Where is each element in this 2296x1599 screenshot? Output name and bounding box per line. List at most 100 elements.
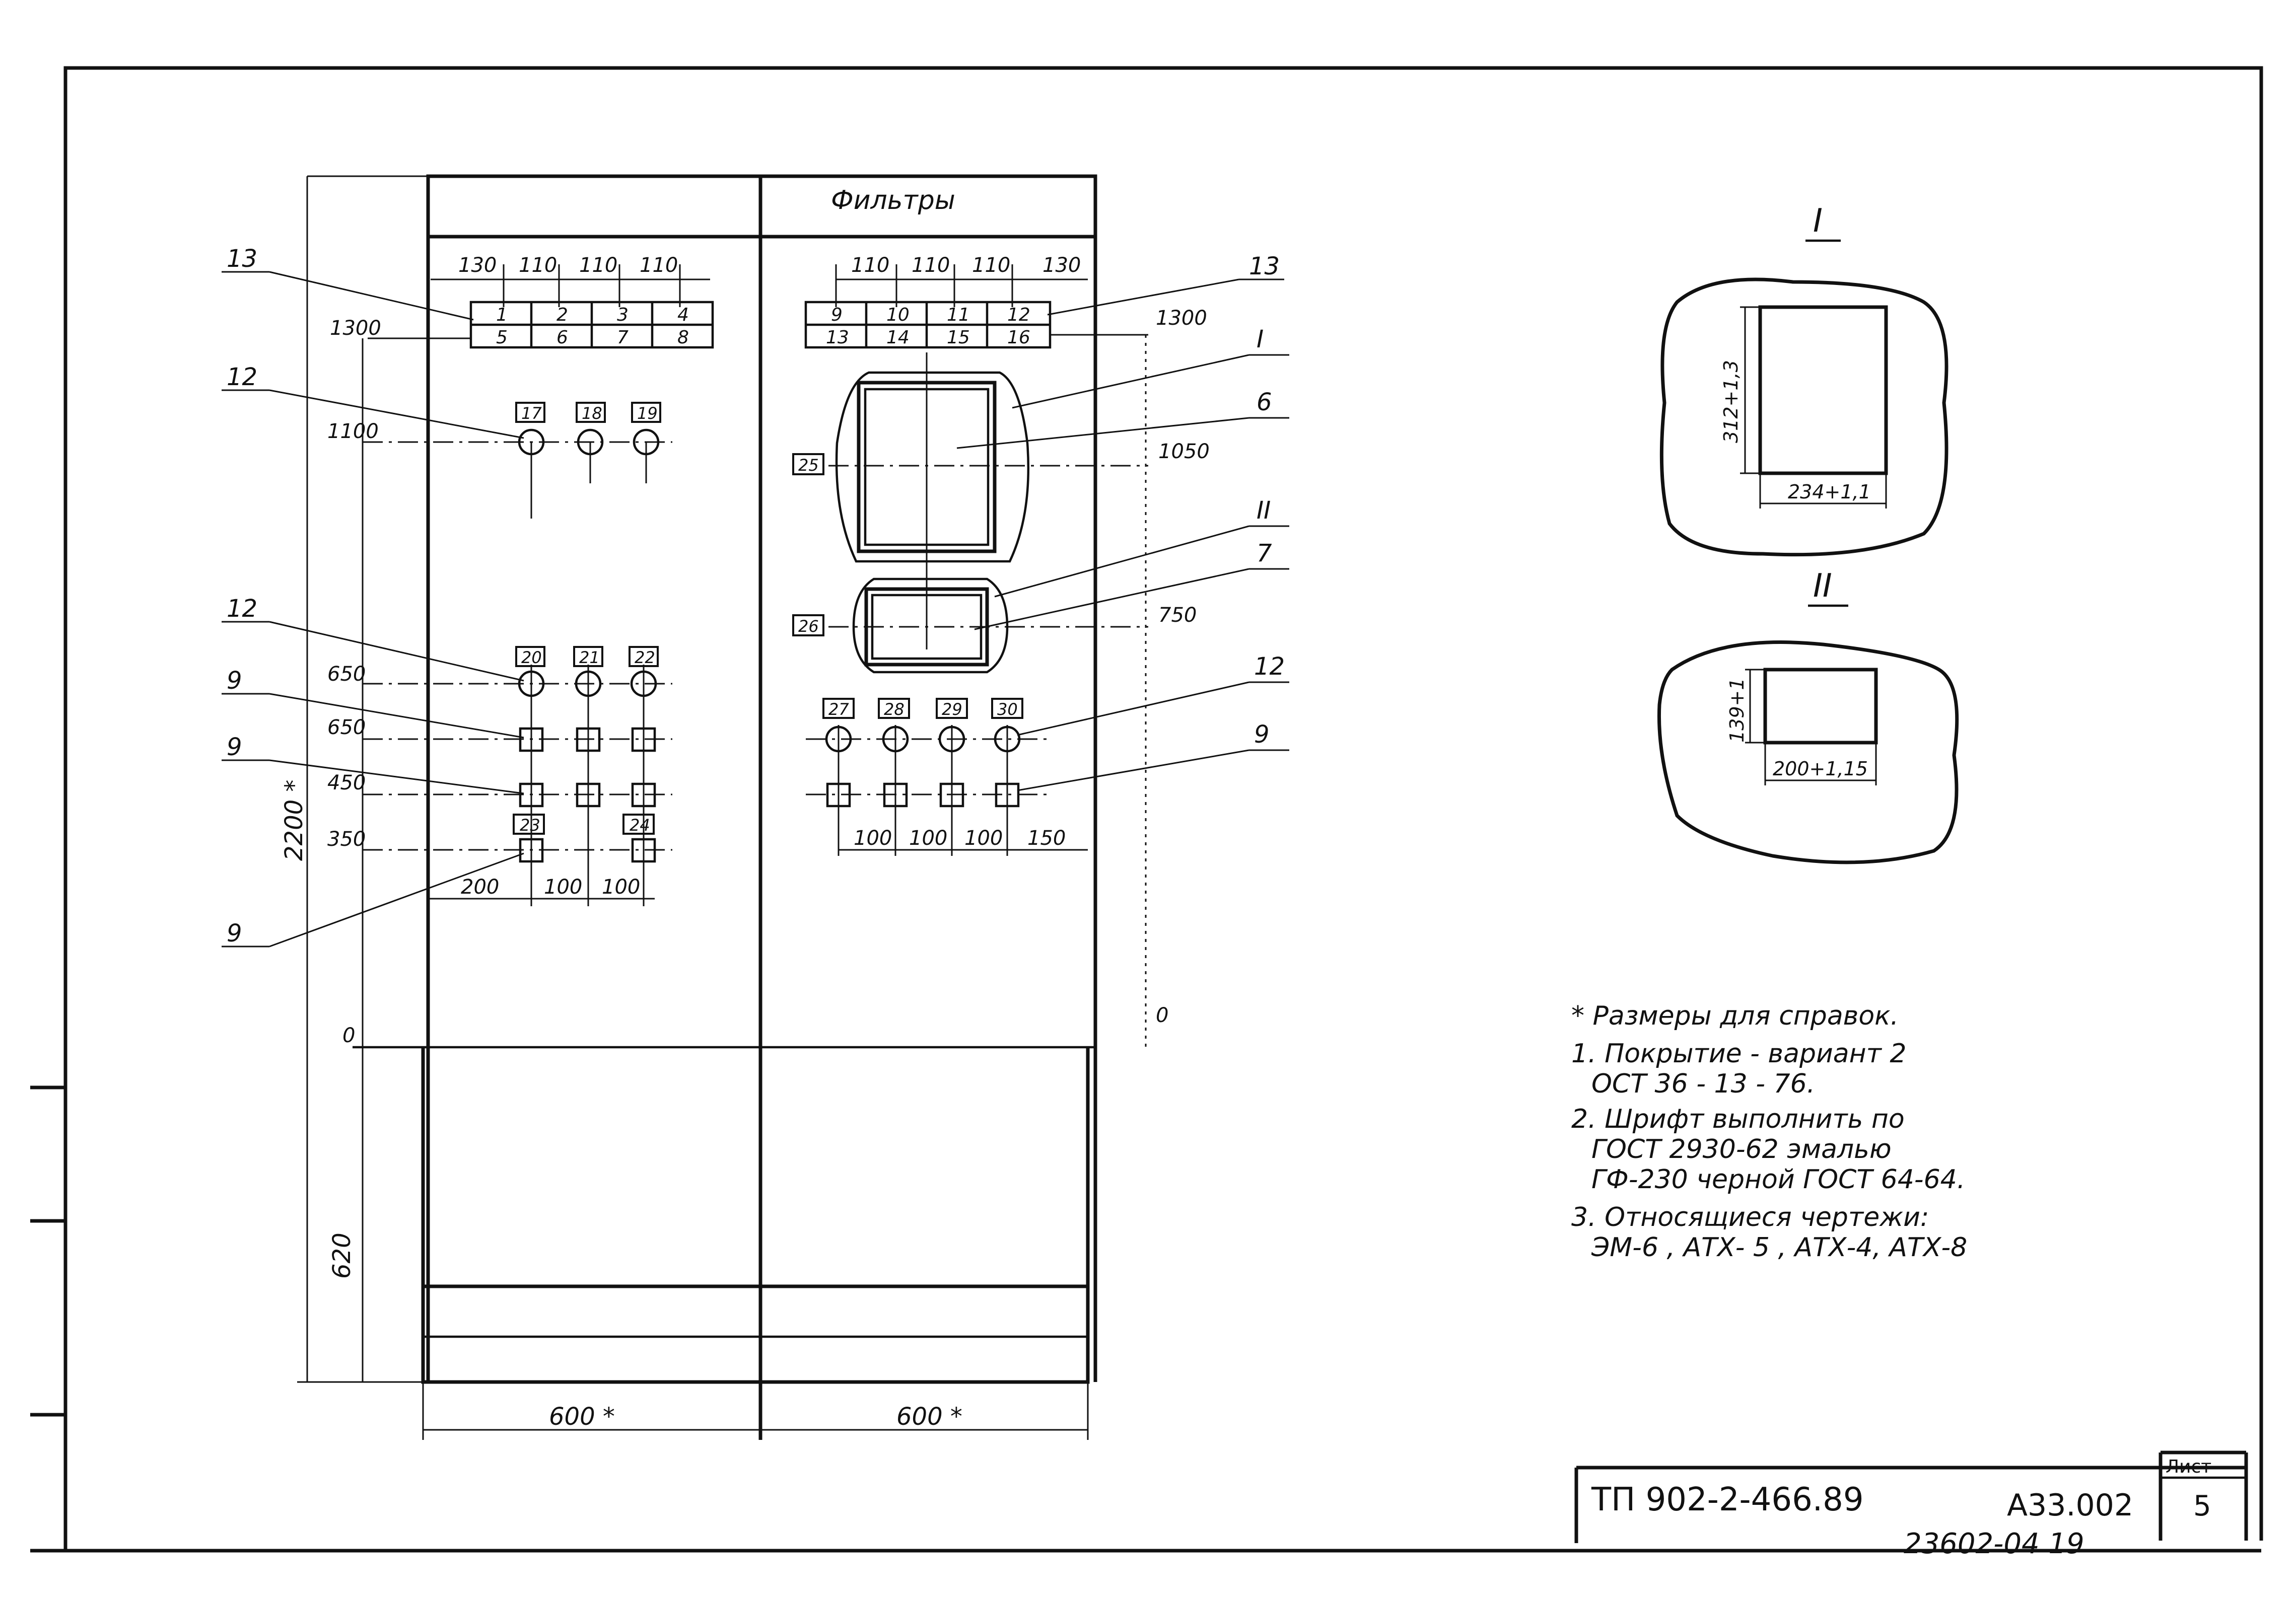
tag-18-label: 18 [582,404,602,423]
dim-left-bottom-2: 100 [544,876,582,899]
tag-21-label: 21 [579,648,600,667]
overall-dimensions-left: 2200 * 0 620 600 * 600 * [280,175,1089,1440]
tag-28-label: 28 [884,700,905,719]
cutout-139x200 [1763,668,1878,745]
tag-22 [629,646,659,667]
height-total: 2200 * [280,780,308,861]
sheet-number: 5 [2193,1490,2211,1522]
tag-18 [576,402,606,423]
doc-code: А33.002 [2007,1488,2133,1523]
callout-right-13: 13 [1249,252,1280,280]
note-2-line-2: ГОСТ 2930-62 эмалью [1591,1134,1892,1165]
cell-3: 3 [617,305,629,325]
tag-17-label: 17 [521,404,542,423]
notes: * Размеры для справок. 1. Покрытие - вар… [1571,1001,1967,1263]
tag-23 [513,814,545,835]
note-2-line-1: 2. Шрифт выполнить по [1571,1104,1905,1134]
callout-left-13: 13 [227,245,257,273]
level-1300-left: 1300 [330,317,381,340]
dim-left-bottom-3: 100 [602,876,640,899]
dim-right-top-2: 110 [912,254,950,277]
dim-right-bottom-4: 150 [1027,827,1066,850]
height-base: 620 [328,1232,356,1279]
callout-right-6: 6 [1257,388,1272,416]
tag-29-label: 29 [942,700,962,719]
tag-30-label: 30 [997,700,1018,719]
callout-left-12a: 12 [227,363,257,391]
dim-left-top-3: 110 [579,254,617,277]
note-2-line-3: ГФ-230 черной ГОСТ 64-64. [1591,1165,1965,1195]
tag-30 [991,698,1023,719]
level-0-left: 0 [342,1024,355,1047]
dim-right-top-4: 130 [1042,254,1081,277]
cell-5: 5 [496,327,508,348]
detail-view-I-label: I [1813,202,1823,240]
tag-25 [792,453,824,475]
tag-23-label: 23 [520,816,540,835]
callout-right-I: I [1257,325,1264,353]
callouts-right: 13 I 6 II 7 12 9 [956,252,1289,791]
callout-left-9b: 9 [227,733,242,761]
dim-left-top-4: 110 [640,254,678,277]
cell-4: 4 [677,305,689,325]
tag-27 [822,698,855,719]
callout-left-12b: 12 [227,595,257,623]
level-450: 450 [327,771,366,794]
level-1050: 1050 [1158,440,1210,463]
tag-26-label: 26 [798,617,819,636]
level-0-right: 0 [1156,1004,1168,1027]
callouts-left: 13 12 12 9 9 9 [222,245,524,948]
instrument-25-bezel [835,371,1030,563]
note-1-line-2: ОСТ 36 - 13 - 76. [1591,1069,1815,1099]
tag-19 [631,402,661,423]
level-1100: 1100 [327,420,379,443]
callout-right-12: 12 [1254,652,1285,681]
tag-27-label: 27 [828,700,849,719]
callout-left-9a: 9 [227,667,242,695]
note-3-line-1: 3. Относящиеся чертежи: [1571,1202,1929,1232]
dim-right-bottom-3: 100 [964,827,1003,850]
note-reference: * Размеры для справок. [1571,1001,1899,1031]
callout-right-9: 9 [1254,720,1270,749]
tag-26 [792,614,824,636]
cell-14: 14 [886,327,910,348]
level-650b: 650 [327,716,366,739]
cell-11: 11 [947,305,970,325]
cell-2: 2 [556,305,568,325]
cell-10: 10 [886,305,910,325]
cell-7: 7 [617,327,629,348]
level-650a: 650 [327,663,366,686]
detail-view-II-label: II [1813,567,1832,605]
right-panel: 110 110 110 130 9 10 11 12 13 14 15 16 1… [792,254,1210,1047]
dim-left-bottom-1: 200 [461,876,499,899]
tag-20 [515,646,545,667]
callout-left-9c: 9 [227,919,242,948]
cabinet-outline [353,174,1097,1440]
cell-8: 8 [677,327,689,348]
dim-right-top-3: 110 [972,254,1010,277]
detail-view-I-width: 234+1,1 [1788,481,1871,503]
cell-13: 13 [826,327,849,348]
width-right: 600 * [896,1403,962,1431]
cell-9: 9 [831,305,843,325]
sheet-label: Лист [2166,1457,2211,1477]
cell-16: 16 [1007,327,1030,348]
sheet-frame [30,66,2263,1553]
level-1300-right: 1300 [1156,307,1207,330]
tag-25-label: 25 [798,456,819,475]
dim-right-bottom-1: 100 [854,827,892,850]
width-left: 600 * [549,1403,615,1431]
callout-right-7: 7 [1257,539,1272,567]
dim-left-top-2: 110 [519,254,557,277]
doc-number: ТП 902-2-466.89 [1591,1481,1864,1518]
left-panel: 130 110 110 110 1 2 3 4 5 6 7 8 1300 110… [327,254,714,906]
tag-29 [936,698,968,719]
detail-view-II: II 139+1 200+1,15 [1657,567,1959,864]
panel-title: Фильтры [831,185,955,215]
callout-right-II: II [1257,496,1271,525]
cell-6: 6 [556,327,568,348]
tag-20-label: 20 [521,648,542,667]
detail-view-II-height: 139+1 [1726,678,1748,743]
dim-right-bottom-2: 100 [909,827,947,850]
